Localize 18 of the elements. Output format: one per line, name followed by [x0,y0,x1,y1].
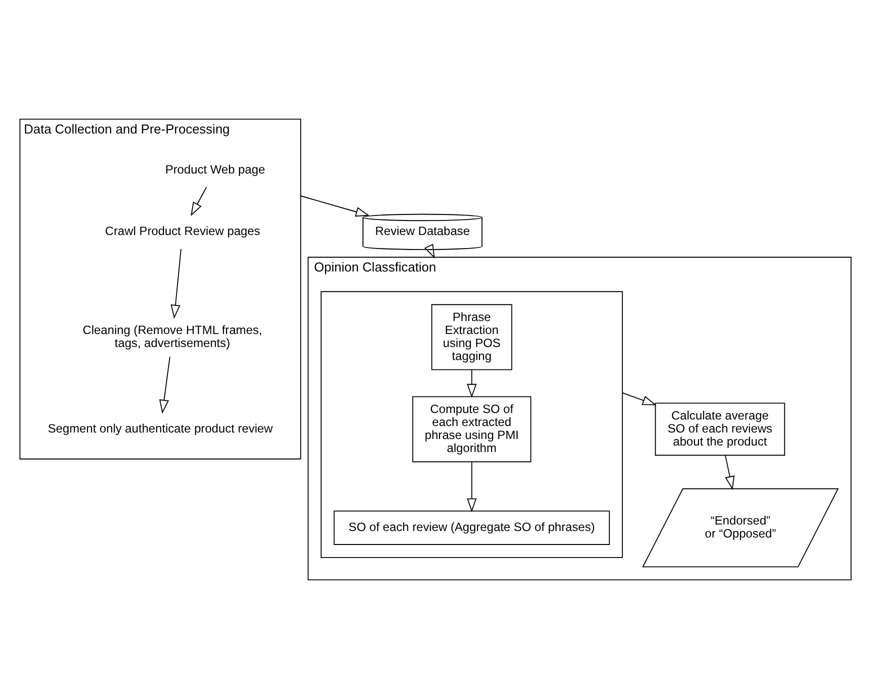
arrow [300,195,370,217]
node-box: Calculate average SO of each reviews about the product [654,402,786,456]
arrow [159,356,170,414]
cluster [320,291,623,558]
node-text: Cleaning (Remove HTML frames, tags, advertisements) [82,322,262,350]
node-text: Segment only authenticate product review [48,421,273,436]
arrow [466,461,477,512]
arrow [190,186,207,216]
arrow [622,392,656,406]
node-box: Phrase Extraction using POS tagging [431,304,512,370]
node-text: Crawl Product Review pages [105,224,260,238]
node-text: Product Web page [165,162,266,176]
arrow [424,244,435,258]
arrow [724,454,735,490]
arrow [170,248,182,319]
node-box: Compute SO of each extracted phrase using PMI algorithm [412,396,532,462]
node-box: SO of each review (Aggregate SO of phrases) [334,510,610,545]
arrow [466,369,477,398]
